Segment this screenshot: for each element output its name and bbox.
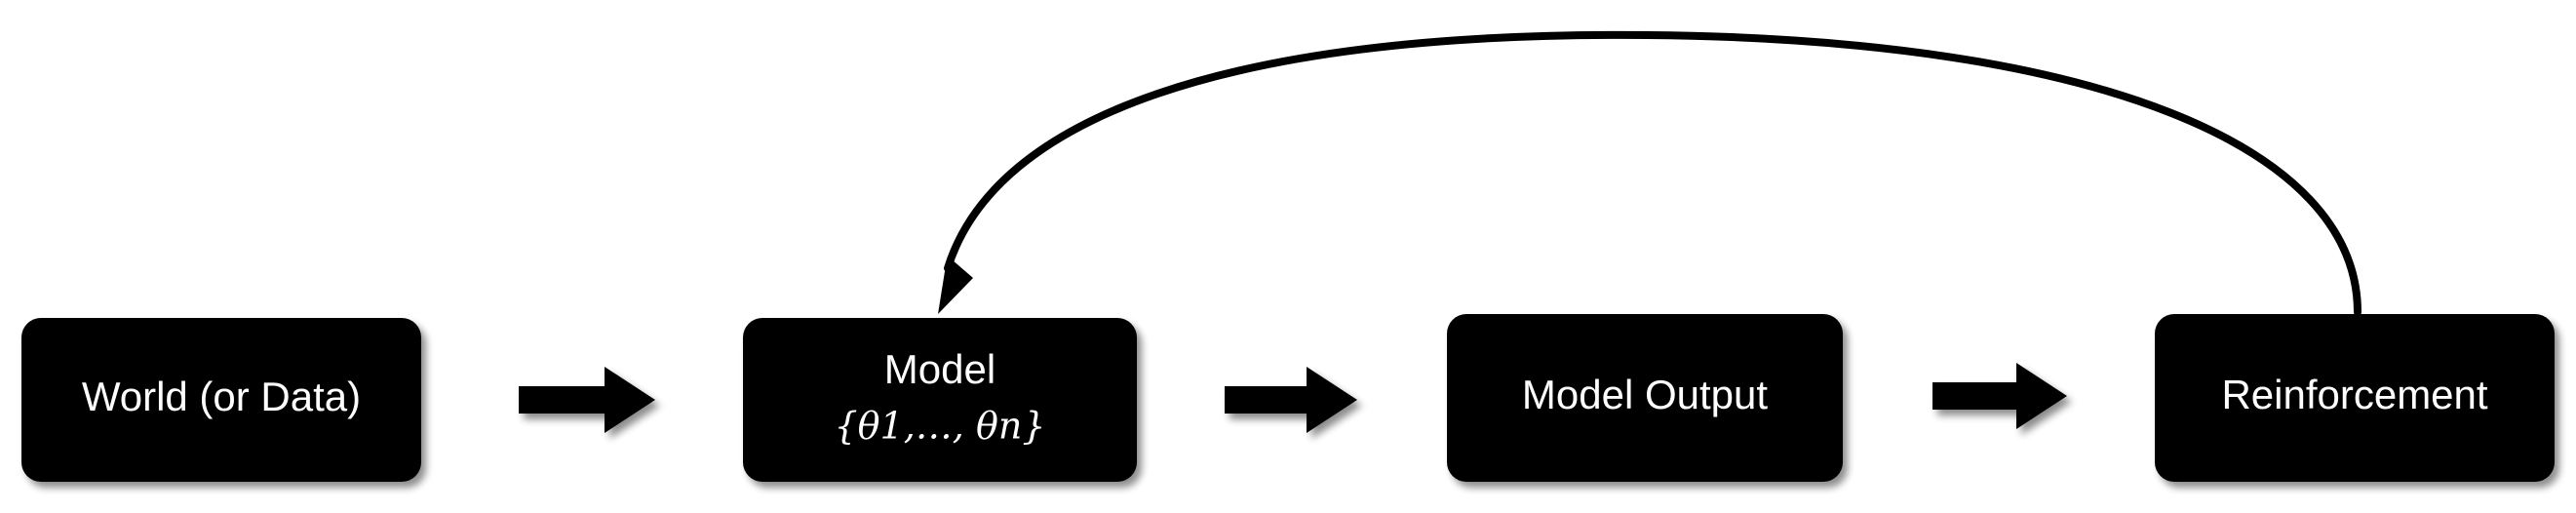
block-arrow-1 xyxy=(519,367,655,433)
node-reinforcement: Reinforcement xyxy=(2155,314,2555,482)
feedback-arrow-line xyxy=(944,30,2361,316)
node-reinforcement-label: Reinforcement xyxy=(2221,372,2487,417)
feedback-arrow-head xyxy=(938,259,973,314)
node-world-box xyxy=(21,318,421,482)
node-model-box xyxy=(743,318,1137,482)
node-model-output: Model Output xyxy=(1447,314,1843,482)
arrow-world-to-model xyxy=(519,367,655,433)
node-world: World (or Data) xyxy=(21,318,421,482)
arrow-model-to-output xyxy=(1225,367,1357,433)
node-model-parameters: {θ1,…, θn} xyxy=(835,405,1046,448)
block-arrow-2 xyxy=(1225,367,1357,433)
node-model-label: Model xyxy=(884,346,995,392)
node-model-output-label: Model Output xyxy=(1522,372,1768,417)
arrow-output-to-reinforcement xyxy=(1932,363,2067,429)
node-model: Model {θ1,…, θn} xyxy=(743,318,1137,482)
feedback-arrow-reinforcement-to-model xyxy=(938,30,2361,316)
node-model-output-box xyxy=(1447,314,1843,482)
node-reinforcement-box xyxy=(2155,314,2555,482)
block-arrow-3 xyxy=(1932,363,2067,429)
node-world-label: World (or Data) xyxy=(82,374,361,419)
